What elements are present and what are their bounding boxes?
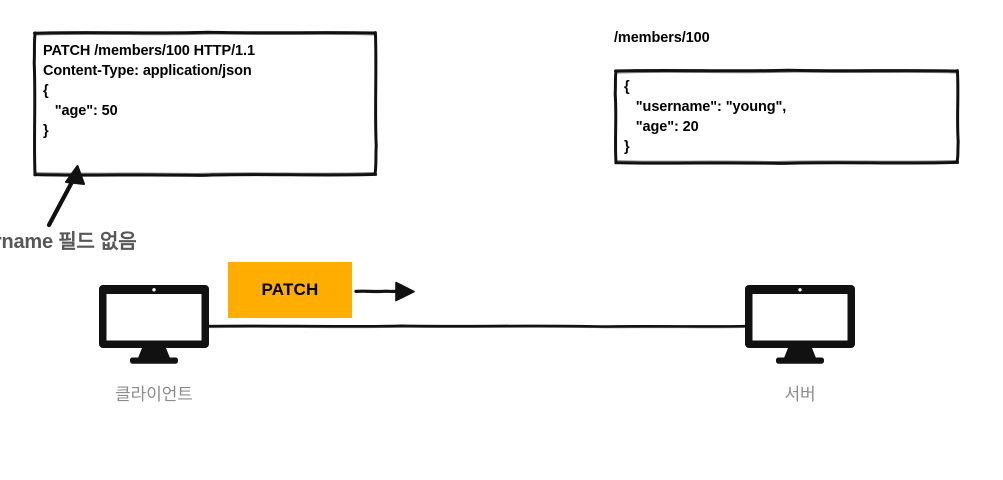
resource-body-username-field: "username": "young",	[624, 99, 787, 115]
network-connection-line	[202, 324, 750, 329]
request-line: PATCH /members/100 HTTP/1.1	[43, 43, 255, 59]
annotation-pointer-arrow	[46, 165, 85, 228]
server-resource-box: { "username": "young", "age": 20 }	[613, 68, 960, 165]
http-request-box: PATCH /members/100 HTTP/1.1 Content-Type…	[32, 30, 378, 177]
request-body-open-brace: {	[43, 83, 49, 99]
node-client-label: 클라이언트	[115, 385, 193, 404]
request-box-content: PATCH /members/100 HTTP/1.1 Content-Type…	[32, 30, 378, 141]
request-direction-arrow	[354, 281, 415, 302]
resource-body-age-field: "age": 20	[624, 119, 699, 135]
resource-box-content: { "username": "young", "age": 20 }	[613, 68, 960, 157]
request-header-content-type: Content-Type: application/json	[43, 63, 252, 79]
request-body-age-field: "age": 50	[43, 103, 118, 119]
resource-body-open-brace: {	[624, 79, 630, 95]
node-client: 클라이언트	[79, 283, 229, 405]
method-badge-patch[interactable]: PATCH	[228, 262, 352, 318]
desktop-monitor-icon	[99, 285, 209, 364]
annotation-missing-username-field: username 필드 없음	[0, 231, 137, 253]
method-badge-label: PATCH	[261, 280, 319, 299]
request-body-close-brace: }	[43, 123, 49, 139]
node-server: 서버	[725, 283, 875, 405]
node-server-label: 서버	[784, 385, 816, 404]
resource-body-close-brace: }	[624, 139, 630, 155]
desktop-monitor-icon	[745, 285, 855, 364]
resource-path-label: /members/100	[614, 30, 710, 46]
